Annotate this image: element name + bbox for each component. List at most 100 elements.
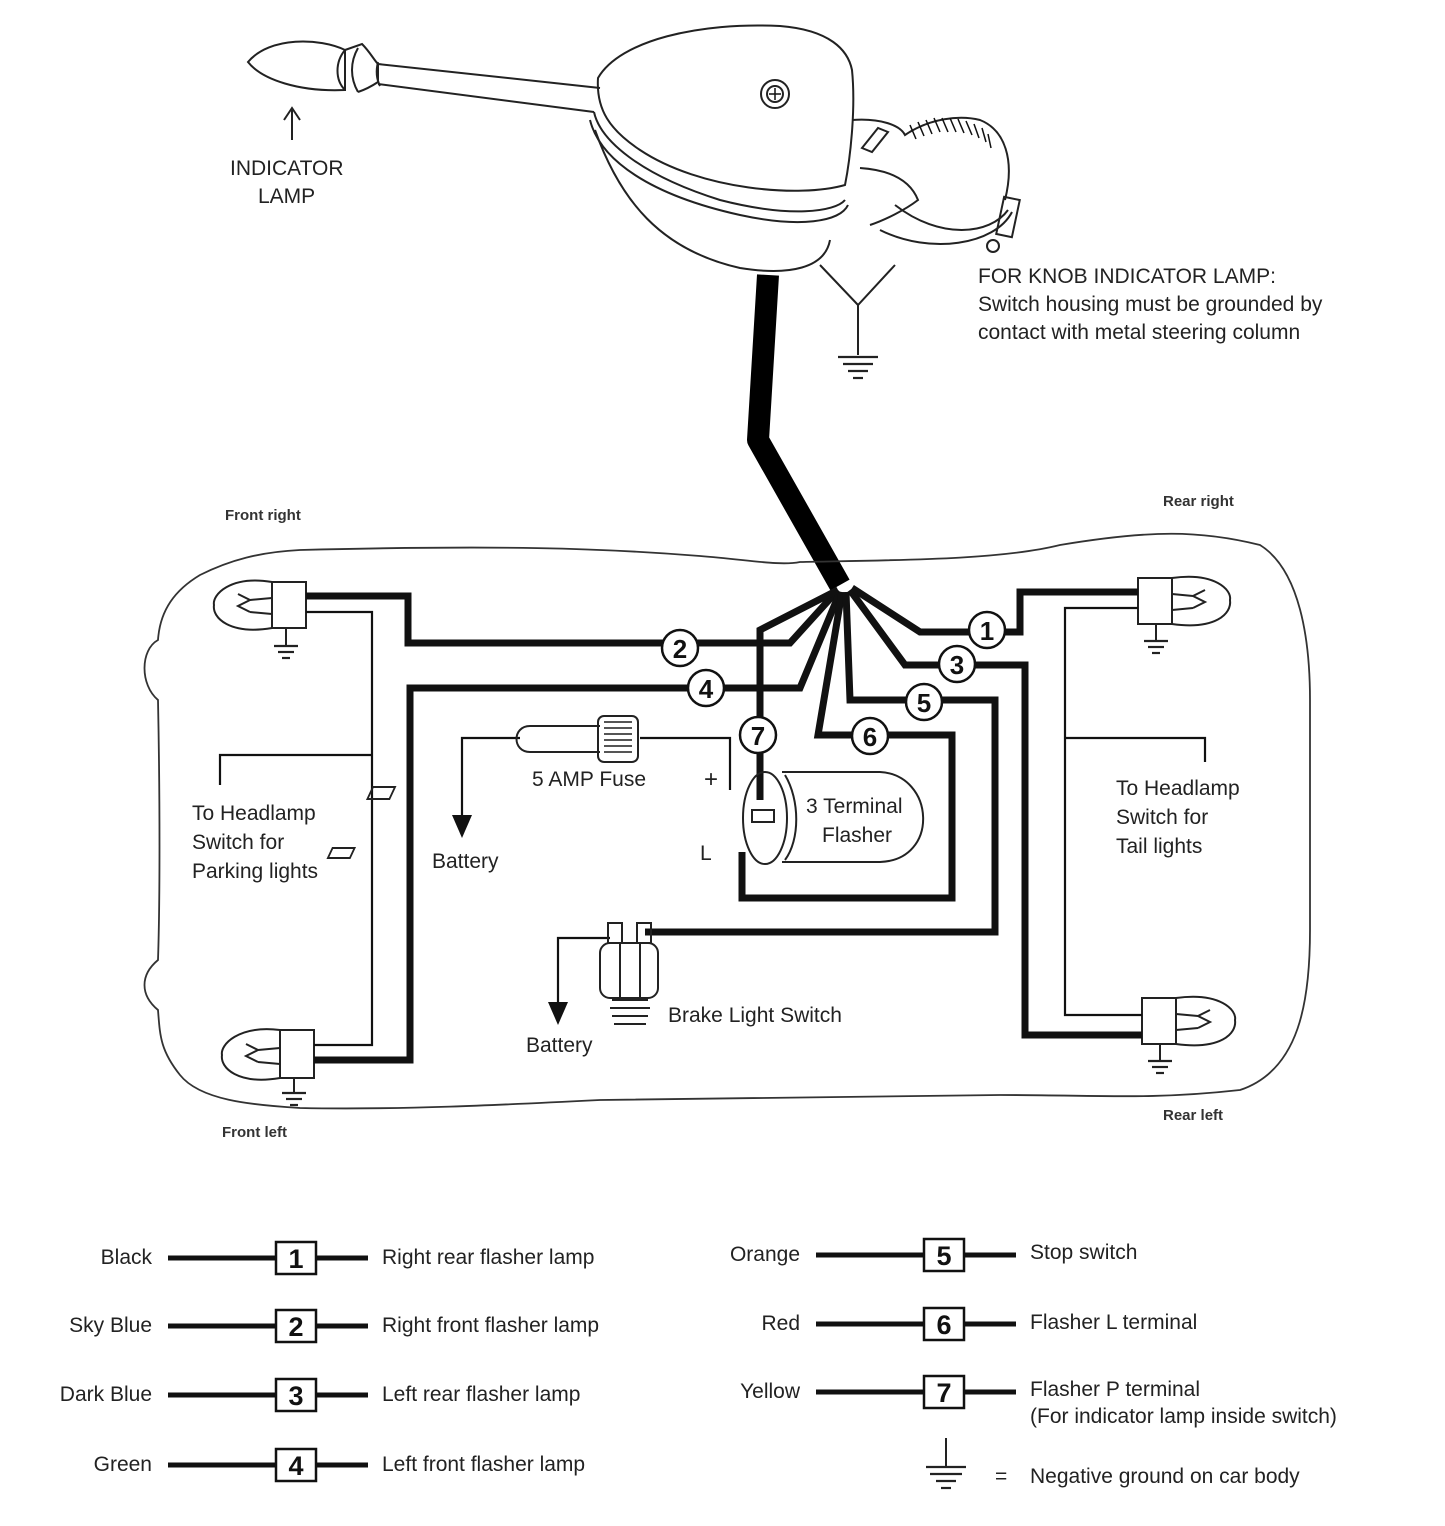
corner-label-front-right: Front right [225,507,301,524]
wire-color-label: Red [761,1312,800,1335]
wire-number-box: 2 [288,1312,303,1342]
wire-description: Flasher L terminal [1030,1311,1197,1334]
lever-stem [377,63,601,89]
flasher-label: Flasher [822,824,892,847]
wire-3 [847,587,1142,1039]
wire-description: Right front flasher lamp [382,1314,599,1337]
wire-6 [738,591,956,902]
wires [218,585,1207,1064]
ground-symbol-icon [838,355,878,380]
wiring-harness [747,274,850,591]
l-terminal-tab [326,847,357,859]
wire-color-label: Dark Blue [60,1383,152,1406]
ground-note-line: contact with metal steering column [978,321,1300,344]
wire-description: Stop switch [1030,1241,1137,1264]
fuse-5-amp [515,715,639,763]
tail-light-wire [1063,606,1142,1017]
wire-color-label: Sky Blue [69,1314,152,1337]
car-body-outline [143,532,1311,1110]
arrow-down-icon [452,815,472,838]
ground-symbol-icon [926,1465,966,1490]
l-terminal-label: L [700,842,712,865]
headlamp-tail-label: Tail lights [1116,835,1202,858]
wire-number-2: 2 [660,628,700,668]
wire-number-box: 6 [936,1310,951,1340]
corner-label-front-left: Front left [222,1124,287,1141]
wire-number-box: 3 [288,1381,303,1411]
svg-text:3: 3 [950,650,964,680]
screw-icon [760,79,790,109]
wire-number-box: 7 [936,1378,951,1408]
headlamp-tail-label: Switch for [1116,806,1208,829]
ground-note-line: Switch housing must be grounded by [978,293,1323,316]
lamp-front-left [220,1028,315,1107]
headlamp-parking-label: To Headlamp [192,802,316,825]
wire-number-box: 5 [936,1241,951,1271]
ground-symbol-icon [274,644,298,660]
ground-description: Negative ground on car body [1030,1465,1300,1488]
wire-1 [850,585,1138,636]
wire-color-label: Orange [730,1243,800,1266]
ground-symbol-icon [282,1091,306,1107]
wire-number-1: 1 [967,610,1007,650]
wire-5 [645,591,999,936]
ground-note-title: FOR KNOB INDICATOR LAMP: [978,265,1276,288]
plus-terminal [365,786,397,800]
legend-row: Orange 5 Stop switch [730,1237,1137,1273]
wire-number-7: 7 [738,715,778,755]
legend-ground: = Negative ground on car body [926,1438,1300,1490]
svg-text:1: 1 [980,616,994,646]
switch-housing [596,24,855,192]
legend-row: Black 1 Right rear flasher lamp [101,1240,594,1276]
legend-row: Green 4 Left front flasher lamp [94,1447,585,1483]
headlamp-parking-label: Switch for [192,831,284,854]
indicator-lamp-label-2: LAMP [258,185,315,208]
legend-row: Dark Blue 3 Left rear flasher lamp [60,1377,580,1413]
lamp-rear-left [1141,995,1237,1075]
wire-number-box: 1 [288,1244,303,1274]
corner-label-rear-left: Rear left [1163,1107,1223,1124]
svg-text:7: 7 [751,721,765,751]
wire-4 [314,590,844,1064]
ground-equals: = [995,1465,1007,1488]
legend-row: Sky Blue 2 Right front flasher lamp [69,1308,599,1344]
svg-text:4: 4 [699,674,714,704]
p-terminal [751,809,775,823]
wire-description: Left rear flasher lamp [382,1383,580,1406]
ground-symbol-icon [1148,1059,1172,1075]
wire-number-4: 4 [686,668,726,708]
ground-symbol-icon [1144,639,1168,655]
plus-terminal-label: + [704,766,718,793]
wire-color-label: Yellow [740,1380,801,1403]
legend-row: Red 6 Flasher L terminal [761,1306,1197,1342]
three-terminal-flasher [326,771,925,865]
brake-light-switch [599,922,659,1025]
lamp-rear-right [1137,575,1232,655]
brake-switch-label: Brake Light Switch [668,1004,842,1027]
battery-label: Battery [526,1034,593,1057]
svg-text:5: 5 [917,688,931,718]
svg-text:6: 6 [863,722,877,752]
wire-color-label: Green [94,1453,152,1476]
corner-label-rear-right: Rear right [1163,493,1234,510]
fuse-wire [460,736,520,830]
svg-text:2: 2 [673,634,687,664]
wire-number-5: 5 [904,682,944,722]
wire-description: Left front flasher lamp [382,1453,585,1476]
flasher-label: 3 Terminal [806,795,903,818]
wire-2 [306,587,841,647]
headlamp-parking-label: Parking lights [192,860,318,883]
wire-number-3: 3 [937,644,977,684]
legend-row: Yellow 7 Flasher P terminal (For indicat… [740,1374,1337,1428]
wire-number-6: 6 [850,716,890,756]
wire-description: Right rear flasher lamp [382,1246,594,1269]
parking-light-wire [306,610,374,1047]
battery-label: Battery [432,850,499,873]
lamp-front-right [212,579,307,660]
arrow-down-icon [548,1002,568,1025]
wire-color-label: Black [101,1246,153,1269]
wire-description-note: (For indicator lamp inside switch) [1030,1405,1337,1428]
headlamp-tail-label: To Headlamp [1116,777,1240,800]
indicator-lamp-label: INDICATOR [230,157,344,180]
